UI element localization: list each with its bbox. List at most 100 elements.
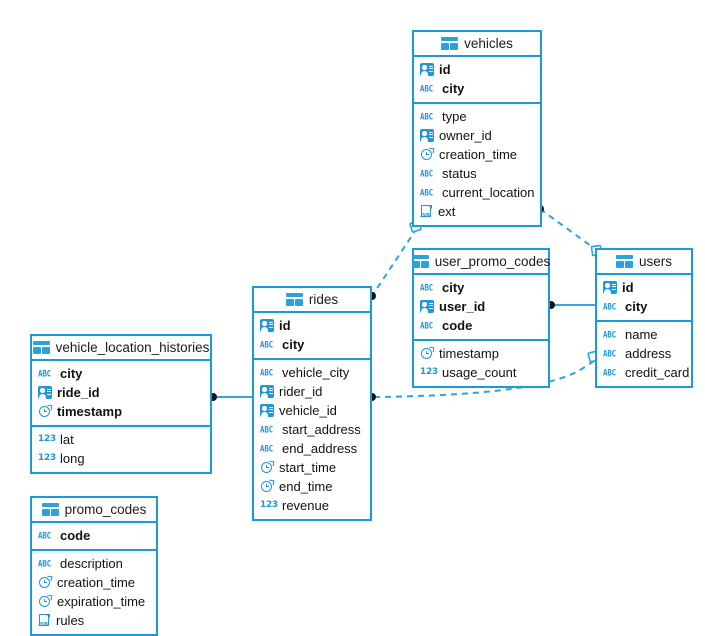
primary-key-field-id[interactable]: id xyxy=(254,316,370,335)
table-icon xyxy=(441,37,459,50)
table-title-promo_codes[interactable]: promo_codes xyxy=(32,498,156,523)
field-label: user_id xyxy=(439,299,486,314)
field-label: address xyxy=(625,346,672,361)
column-field-vehicle_id[interactable]: vehicle_id xyxy=(254,401,370,420)
primary-key-section: ABC code xyxy=(32,523,156,551)
field-label: id xyxy=(279,318,291,333)
primary-key-field-city[interactable]: ABC city xyxy=(414,79,540,98)
table-title-users[interactable]: users xyxy=(597,250,691,275)
key-icon xyxy=(260,385,274,398)
field-label: creation_time xyxy=(57,575,136,590)
primary-key-field-id[interactable]: id xyxy=(597,278,691,297)
key-icon xyxy=(420,300,434,313)
abc-icon: ABC xyxy=(260,424,273,435)
abc-icon: ABC xyxy=(603,301,616,312)
column-field-address[interactable]: ABC address xyxy=(597,344,691,363)
column-field-credit_card[interactable]: ABC credit_card xyxy=(597,363,691,382)
field-label: ride_id xyxy=(57,385,100,400)
abc-icon: ABC xyxy=(420,83,433,94)
column-field-revenue[interactable]: 123 revenue xyxy=(254,496,370,515)
abc-icon: ABC xyxy=(38,558,51,569)
column-field-start_time[interactable]: start_time xyxy=(254,458,370,477)
abc-icon: ABC xyxy=(420,320,433,331)
abc-icon: ABC xyxy=(260,339,273,350)
field-label: type xyxy=(442,109,467,124)
field-label: credit_card xyxy=(625,365,690,380)
field-label: owner_id xyxy=(439,128,492,143)
field-label: vehicle_id xyxy=(279,403,337,418)
column-field-type[interactable]: ABC type xyxy=(414,107,540,126)
clock-icon xyxy=(260,479,275,494)
table-title-vehicle_location_histories[interactable]: vehicle_location_histories xyxy=(32,336,210,361)
abc-icon: ABC xyxy=(260,443,273,454)
field-label: code xyxy=(60,528,91,543)
field-label: code xyxy=(442,318,473,333)
table-icon xyxy=(285,293,303,306)
abc-icon: ABC xyxy=(420,111,433,122)
abc-icon: ABC xyxy=(38,368,51,379)
field-label: ext xyxy=(438,204,456,219)
field-label: status xyxy=(442,166,477,181)
abc-icon: ABC xyxy=(38,530,51,541)
column-field-creation_time[interactable]: creation_time xyxy=(414,145,540,164)
column-field-rider_id[interactable]: rider_id xyxy=(254,382,370,401)
column-field-end_time[interactable]: end_time xyxy=(254,477,370,496)
primary-key-field-id[interactable]: id xyxy=(414,60,540,79)
123-icon: 123 xyxy=(38,434,56,444)
field-label: end_time xyxy=(279,479,333,494)
relationship-vehicles-users xyxy=(539,208,599,252)
table-title-label: promo_codes xyxy=(64,502,147,517)
table-title-label: vehicles xyxy=(464,36,513,51)
field-label: revenue xyxy=(282,498,329,513)
abc-icon: ABC xyxy=(603,367,616,378)
field-label: rider_id xyxy=(279,384,323,399)
column-field-expiration_time[interactable]: expiration_time xyxy=(32,592,156,611)
column-field-creation_time[interactable]: creation_time xyxy=(32,573,156,592)
123-icon: 123 xyxy=(260,500,278,510)
field-label: city xyxy=(442,81,465,96)
primary-key-field-code[interactable]: ABC code xyxy=(414,316,548,335)
column-field-end_address[interactable]: ABC end_address xyxy=(254,439,370,458)
field-label: end_address xyxy=(282,441,358,456)
primary-key-field-timestamp[interactable]: timestamp xyxy=(32,402,210,421)
clock-icon xyxy=(260,460,275,475)
primary-key-field-user_id[interactable]: user_id xyxy=(414,297,548,316)
column-field-owner_id[interactable]: owner_id xyxy=(414,126,540,145)
table-icon xyxy=(41,503,59,516)
table-title-user_promo_codes[interactable]: user_promo_codes xyxy=(411,250,550,275)
table-icon xyxy=(411,255,429,268)
table-title-rides[interactable]: rides xyxy=(254,288,370,313)
primary-key-field-ride_id[interactable]: ride_id xyxy=(32,383,210,402)
table-title-vehicles[interactable]: vehicles xyxy=(414,32,540,57)
table-icon xyxy=(32,341,50,354)
abc-icon: ABC xyxy=(603,348,616,359)
column-field-timestamp[interactable]: timestamp xyxy=(414,344,548,363)
primary-key-field-code[interactable]: ABC code xyxy=(32,526,156,545)
table-title-label: rides xyxy=(308,292,339,307)
